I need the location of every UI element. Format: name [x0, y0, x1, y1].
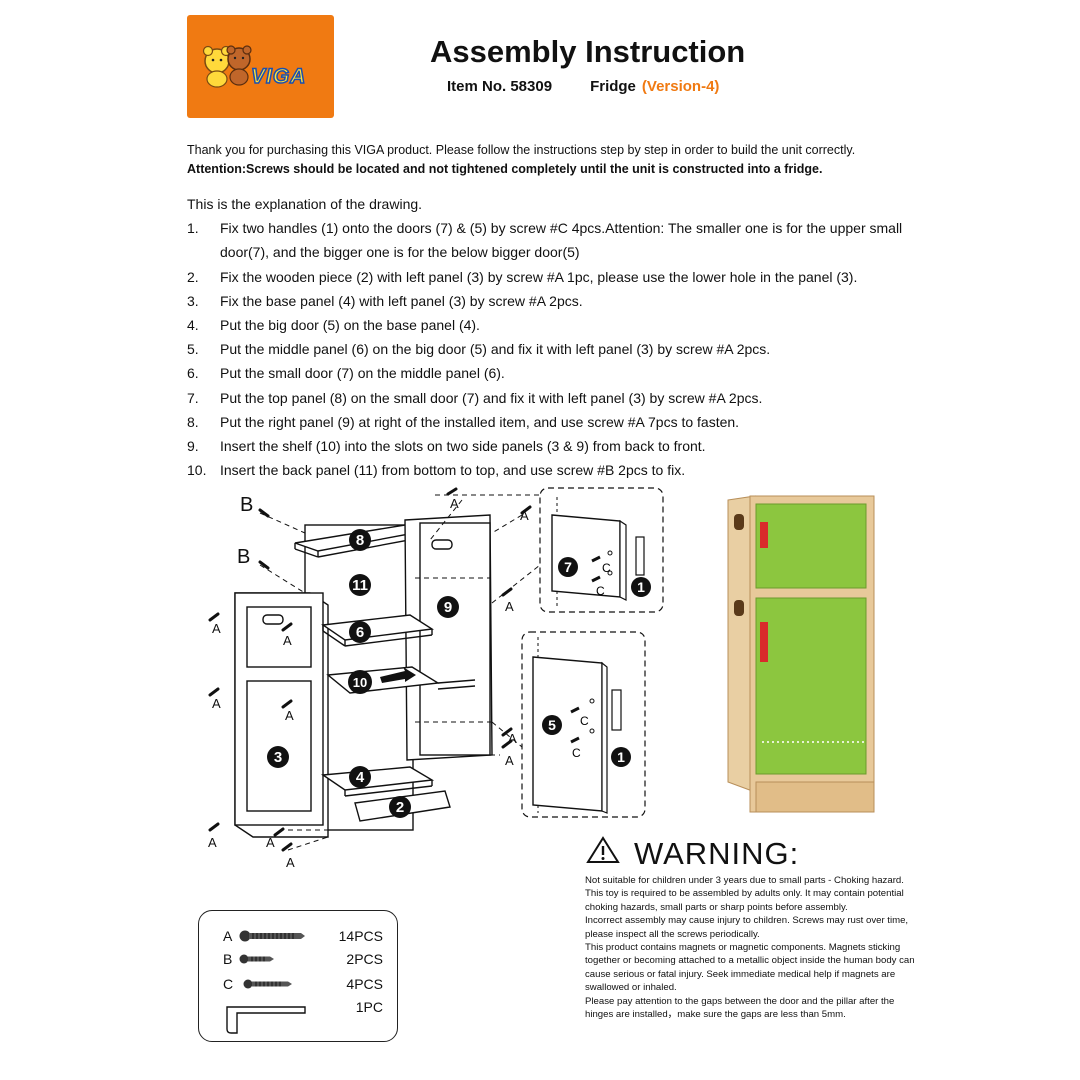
subtitle: Item No. 58309 Fridge (Version-4) [447, 78, 719, 95]
viga-logo: VIGA [187, 15, 334, 118]
step-text: Fix two handles (1) onto the doors (7) &… [220, 220, 903, 261]
screw-letter: C [580, 714, 589, 728]
warning-line: This product contains magnets or magneti… [585, 942, 915, 994]
steps-list: This is the explanation of the drawing. … [187, 192, 907, 482]
attention-text: Attention:Screws should be located and n… [187, 162, 823, 176]
step-text: Fix the wooden piece (2) with left panel… [220, 268, 858, 285]
screw-letter: A [520, 508, 529, 523]
screw-letter: A [286, 855, 295, 870]
part-number: 7 [564, 559, 572, 575]
parts-list: A 14PCS B 2PCS C 4PCS 1PC [198, 910, 398, 1042]
step-item: 2. Fix the wooden piece (2) with left pan… [187, 265, 907, 289]
item-number: Item No. 58309 [447, 78, 553, 95]
part-number: 8 [356, 532, 364, 549]
product-name: Fridge [590, 78, 636, 95]
step-number: 2. [187, 268, 199, 285]
step-item: 8. Put the right panel (9) at right of th… [187, 410, 907, 434]
screw-b-icon [239, 954, 274, 964]
screw-letter: B [240, 494, 253, 516]
part-letter: C [223, 976, 234, 992]
explanation-text: This is the explanation of the drawing. [187, 196, 423, 212]
step-number: 10. [187, 462, 207, 479]
part-number: 3 [274, 749, 282, 766]
screw-letter: A [212, 696, 221, 711]
step-item: 9. Insert the shelf (10) into the slots o… [187, 434, 907, 458]
part-number: 10 [353, 675, 367, 690]
part-number: 6 [356, 624, 364, 641]
viga-logo-text: VIGA [250, 64, 307, 89]
screw-letter: A [505, 753, 514, 768]
screw-letter: A [505, 599, 514, 614]
part-number: 11 [352, 577, 368, 594]
warning-triangle-icon [586, 836, 620, 872]
warning-line: Please pay attention to the gaps between… [585, 995, 895, 1021]
step-text: Put the small door (7) on the middle pan… [220, 365, 505, 382]
step-item: 10. Insert the back panel (11) from botto… [187, 458, 907, 482]
step-number: 1. [187, 220, 199, 237]
step-text: Insert the back panel (11) from bottom t… [220, 462, 686, 479]
screw-letter: A [266, 835, 275, 850]
screw-c-icon [243, 979, 292, 989]
step-item: 6. Put the small door (7) on the middle p… [187, 361, 907, 385]
step-item: 7. Put the top panel (8) on the small doo… [187, 386, 907, 410]
step-item: 4. Put the big door (5) on the base panel… [187, 313, 907, 337]
page-title: Assembly Instruction [430, 34, 746, 69]
part-number: 4 [356, 769, 365, 786]
step-text: Put the big door (5) on the base panel (… [220, 317, 480, 334]
screw-letter: C [572, 746, 581, 760]
thanks-text: Thank you for purchasing this VIGA produ… [187, 143, 856, 157]
part-qty: 2PCS [346, 951, 383, 967]
screw-letter: B [237, 546, 250, 568]
intro: Thank you for purchasing this VIGA produ… [187, 141, 907, 179]
step-number: 5. [187, 341, 199, 358]
warning-line: Not suitable for children under 3 years … [585, 875, 904, 886]
step-number: 4. [187, 317, 199, 334]
part-number: 5 [548, 717, 556, 733]
screw-letter: A [285, 708, 294, 723]
step-text: Put the top panel (8) on the small door … [220, 389, 763, 406]
hex-key-icon [226, 1006, 306, 1034]
version-label: (Version-4) [641, 78, 720, 95]
step-number: 6. [187, 365, 199, 382]
step-text: Put the right panel (9) at right of the … [220, 413, 740, 430]
step-number: 7. [187, 389, 199, 406]
assembly-drawing: B B A A A A A A A A A A A A 8 11 9 6 10 … [208, 487, 664, 870]
step-item: 1. Fix two handles (1) onto the doors (7)… [187, 216, 907, 264]
part-number: 1 [637, 579, 645, 595]
part-number: 1 [617, 749, 625, 765]
part-number: 9 [444, 599, 452, 616]
screw-letter: A [450, 496, 459, 511]
step-text: Put the middle panel (6) on the big door… [220, 341, 771, 358]
part-letter: B [223, 951, 233, 967]
warning-line: Incorrect assembly may cause injury to c… [585, 915, 909, 940]
part-qty: 4PCS [346, 976, 383, 992]
warning-text: Not suitable for children under 3 years … [585, 874, 920, 1021]
step-number: 3. [187, 292, 199, 309]
screw-a-icon [239, 930, 305, 942]
part-qty: 1PC [355, 999, 383, 1015]
step-item: 5. Put the middle panel (6) on the big do… [187, 337, 907, 361]
part-qty: 14PCS [338, 928, 383, 944]
step-number: 8. [187, 413, 199, 430]
screw-letter: C [596, 584, 605, 598]
step-text: Fix the base panel (4) with left panel (… [220, 292, 583, 309]
screw-letter: A [208, 835, 217, 850]
warning-heading: WARNING: [586, 836, 799, 872]
step-item: 3. Fix the base panel (4) with left panel… [187, 289, 907, 313]
warning-line: This toy is required to be assembled by … [585, 888, 904, 913]
screw-letter: A [508, 731, 517, 746]
step-number: 9. [187, 438, 199, 455]
screw-letter: A [212, 621, 221, 636]
screw-letter: C [602, 561, 611, 575]
warning-title: WARNING: [634, 836, 800, 871]
part-number: 2 [396, 799, 404, 816]
part-letter: A [223, 928, 233, 944]
step-text: Insert the shelf (10) into the slots on … [220, 438, 706, 455]
screw-letter: A [283, 633, 292, 648]
fridge-product-photo [727, 495, 875, 813]
